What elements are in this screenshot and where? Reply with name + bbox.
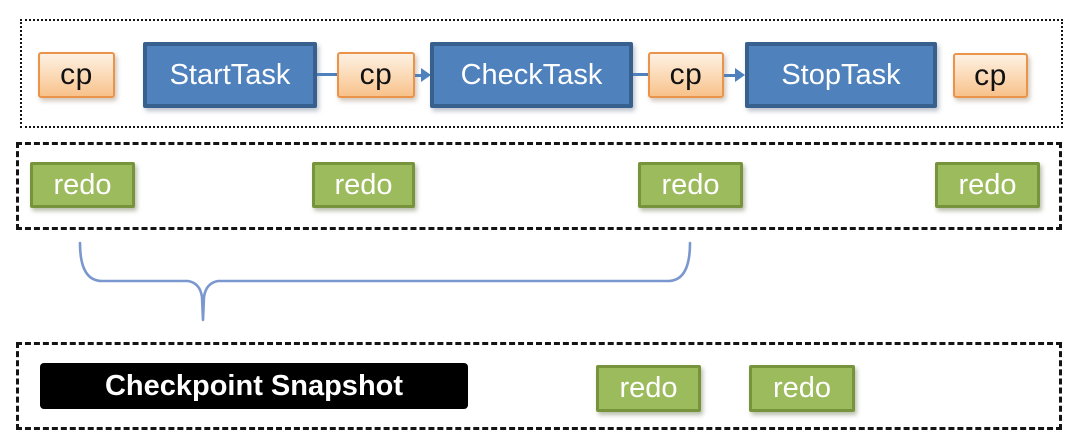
- checkpoint-snapshot-label: Checkpoint Snapshot: [104, 369, 404, 402]
- arrow-right-icon: [735, 68, 745, 82]
- redo-box-5-label: redo: [619, 372, 678, 404]
- task-box-starttask: StartTask: [143, 42, 317, 108]
- redo-box-2-label: redo: [334, 168, 393, 201]
- redo-box-2: redo: [312, 162, 415, 208]
- redo-box-4: redo: [935, 162, 1040, 208]
- checkpoint-snapshot-box: Checkpoint Snapshot: [40, 363, 468, 409]
- task-box-starttask-label: StartTask: [169, 58, 291, 91]
- redo-box-1: redo: [30, 162, 135, 208]
- redo-box-6: redo: [749, 365, 855, 412]
- connector-line-2: [633, 73, 649, 76]
- snapshot-row-container: Checkpoint Snapshot redo redo: [16, 342, 1062, 430]
- redo-box-6-label: redo: [772, 372, 832, 404]
- arrow-shaft: [415, 73, 422, 77]
- checkpoint-box-2-label: cp: [359, 58, 393, 91]
- task-box-stoptask-label: StopTask: [781, 58, 901, 91]
- checkpoint-box-1-label: cp: [60, 58, 93, 91]
- redo-box-5: redo: [596, 365, 701, 412]
- task-box-checktask-label: CheckTask: [460, 58, 603, 91]
- redo-box-1-label: redo: [53, 168, 112, 201]
- task-box-stoptask: StopTask: [745, 42, 937, 108]
- redo-box-4-label: redo: [958, 168, 1017, 201]
- connector-arrow-1: [415, 68, 431, 82]
- redo-box-3-label: redo: [661, 168, 720, 201]
- checkpoint-box-2: cp: [337, 52, 415, 98]
- connector-line-1: [317, 73, 338, 76]
- redo-box-3: redo: [638, 162, 743, 208]
- checkpoint-box-4: cp: [953, 53, 1028, 98]
- task-box-checktask: CheckTask: [430, 42, 633, 108]
- checkpoint-box-3: cp: [648, 52, 724, 98]
- checkpoint-box-1: cp: [38, 52, 115, 98]
- arrow-shaft: [724, 73, 736, 77]
- arrow-right-icon: [421, 68, 431, 82]
- redo-row-container: redo redo redo redo: [16, 142, 1062, 230]
- checkpoint-box-4-label: cp: [974, 58, 1007, 92]
- task-flow-container: cp StartTask cp CheckTask cp StopTask: [20, 19, 1063, 128]
- checkpoint-box-3-label: cp: [669, 58, 703, 91]
- brace-connector: [78, 241, 692, 322]
- connector-arrow-2: [724, 68, 745, 82]
